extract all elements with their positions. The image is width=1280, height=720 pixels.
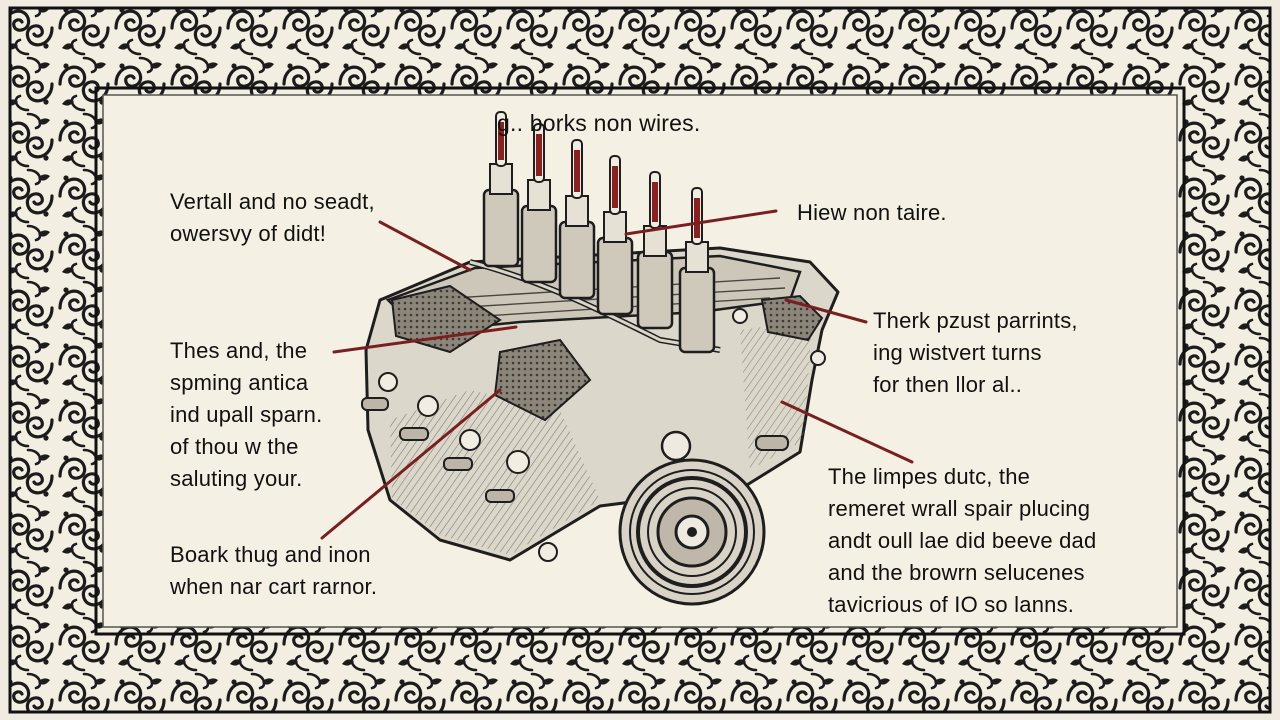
inner-border-line <box>94 86 1186 636</box>
label-line: The limpes dutc, the <box>828 464 1031 489</box>
label-line: andt oull lae did beeve dad <box>828 528 1097 553</box>
intake-port-left <box>390 284 502 354</box>
spark-plug <box>678 187 716 354</box>
crank-pulley <box>618 458 766 606</box>
label-line: spming antica <box>170 370 309 395</box>
label-lower-left: Boark thug and inon when nar cart rarnor… <box>170 539 377 603</box>
intake-port-center <box>493 338 592 422</box>
spark-plug-row <box>482 111 716 354</box>
label-mid-left: Thes and, the spming antica ind upall sp… <box>170 335 322 495</box>
spark-plug <box>558 139 596 300</box>
leader-line-lower-left <box>320 388 502 540</box>
label-line: Hiew non taire. <box>797 200 947 225</box>
leader-line-mid-left <box>332 325 518 354</box>
label-line: Thes and, the <box>170 338 308 363</box>
label-line: Boark thug and inon <box>170 542 371 567</box>
label-line: saluting your. <box>170 466 303 491</box>
label-mid-right: Therk pzust parrints, ing wistvert turns… <box>873 305 1078 401</box>
leader-lines <box>320 209 914 540</box>
leader-line-upper-left <box>378 220 472 272</box>
label-upper-left: Vertall and no seadt, owersvy of didt! <box>170 186 375 250</box>
label-line: when nar cart rarnor. <box>170 574 378 599</box>
label-lower-right: The limpes dutc, the remeret wrall spair… <box>828 461 1096 621</box>
spark-plug <box>636 171 674 330</box>
label-upper-right: Hiew non taire. <box>797 197 947 229</box>
label-line: for then llor al.. <box>873 372 1023 397</box>
label-line: ing wistvert turns <box>873 340 1042 365</box>
label-line: g.. borks non wires. <box>497 110 701 136</box>
label-line: and the browrn selucenes <box>828 560 1085 585</box>
leader-line-lower-right <box>780 400 914 464</box>
label-line: Therk pzust parrints, <box>873 308 1078 333</box>
label-line: ind upall sparn. <box>170 402 323 427</box>
label-line: Vertall and no seadt, <box>170 189 375 214</box>
label-line: of thou w the <box>170 434 299 459</box>
spark-plug <box>596 155 634 316</box>
label-line: tavicrious of IO so lanns. <box>828 592 1075 617</box>
label-line: remeret wrall spair plucing <box>828 496 1091 521</box>
leader-line-upper-right <box>624 209 778 236</box>
spark-plug <box>520 123 558 284</box>
label-top: g.. borks non wires. <box>497 107 700 139</box>
leader-line-mid-right <box>784 298 868 324</box>
spark-plug <box>482 111 520 268</box>
engine-illustration <box>361 111 840 606</box>
label-line: owersvy of didt! <box>170 221 327 246</box>
